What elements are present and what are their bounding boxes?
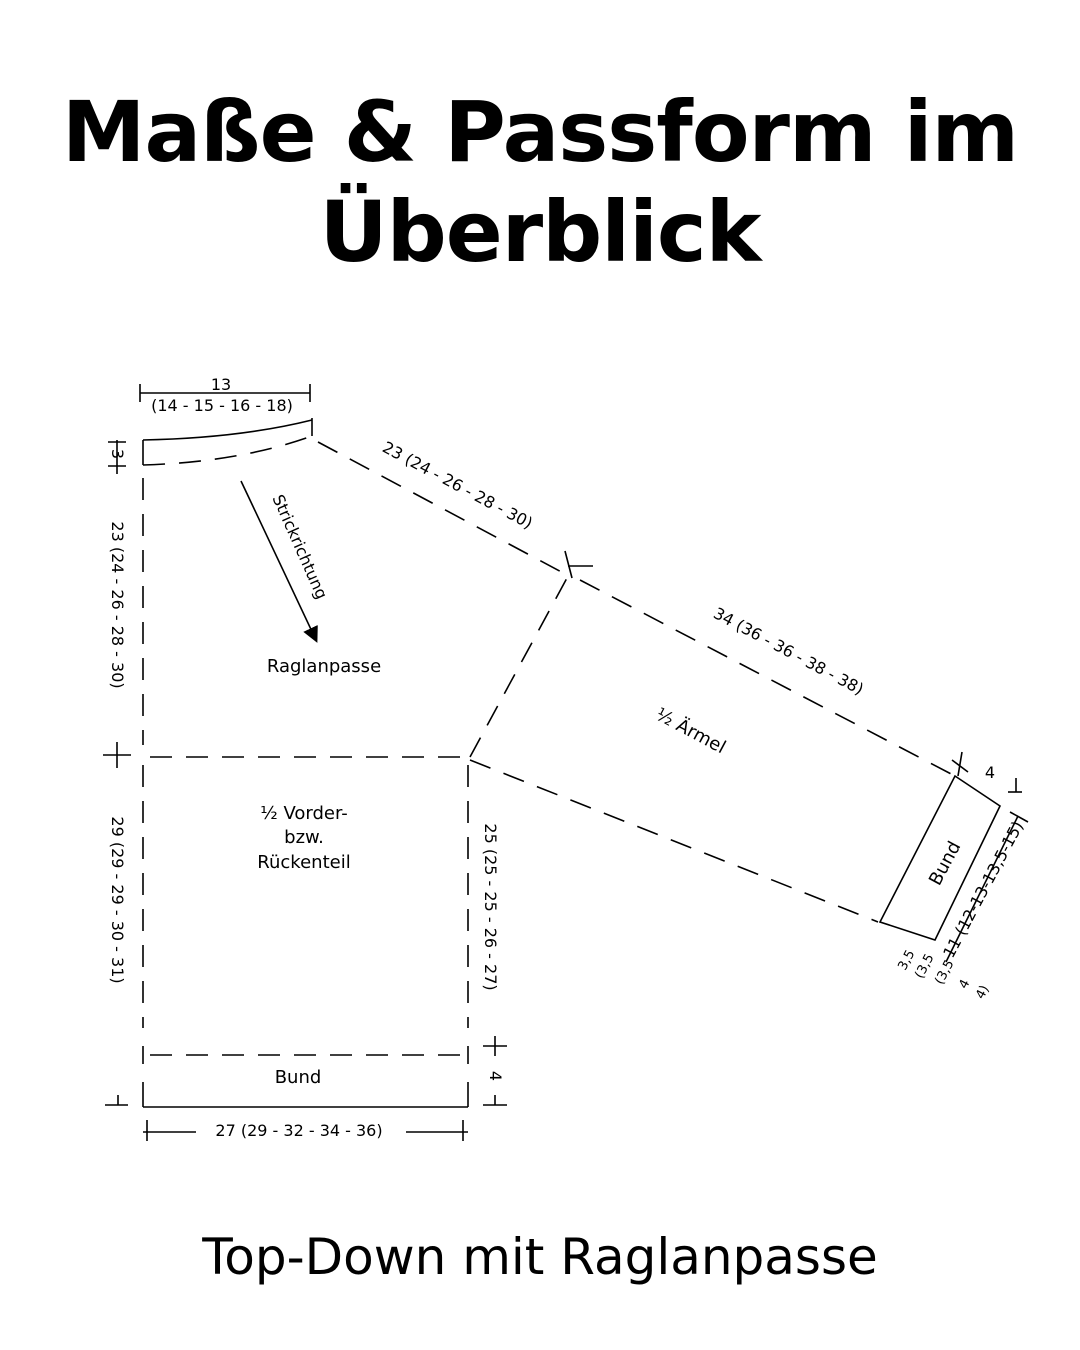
- raglan-top-line: [317, 441, 568, 576]
- page-subtitle: Top-Down mit Raglanpasse: [202, 1228, 878, 1286]
- cuff-height-label: 4: [985, 763, 995, 782]
- page-title-line-2: Überblick: [319, 183, 761, 281]
- sleeve-bottom-line: [469, 759, 879, 923]
- sleeve-cuff-label: Bund: [925, 838, 965, 889]
- sleeve-length-label: 34 (36 - 36 - 38 - 38): [710, 604, 867, 699]
- body-width-label-bg: [196, 1118, 406, 1144]
- cuff-height-cross-b: [957, 751, 963, 777]
- hem-height-label: 4: [486, 1071, 505, 1081]
- neckline-back-curve: [142, 435, 313, 466]
- body-label-line-1: ½ Vorder-: [260, 803, 347, 824]
- yoke-depth-label: 23 (24 - 26 - 28 - 30): [108, 521, 127, 688]
- knitting-direction-label: Strickrichtung: [269, 492, 332, 602]
- neck-width-sizes-label: (14 - 15 - 16 - 18): [151, 396, 293, 415]
- neckline-curve: [142, 419, 313, 441]
- cuff-width-tick-top: [1009, 811, 1029, 823]
- sleeve-top-line: [579, 579, 956, 777]
- hem-label: Bund: [275, 1067, 322, 1088]
- cuff-small-label-5: 4): [973, 983, 993, 1002]
- body-label-line-3: Rückenteil: [257, 852, 350, 873]
- yoke-label: Raglanpasse: [267, 656, 381, 677]
- raglan-front-line: [469, 577, 568, 758]
- page-title: Maße & Passform im Überblick: [0, 82, 1080, 282]
- raglan-length-label: 23 (24 - 26 - 28 - 30): [379, 438, 536, 533]
- raglan-cross-a: [564, 550, 573, 579]
- cuff-small-label-4: 4: [956, 977, 973, 991]
- page-title-line-1: Maße & Passform im: [61, 83, 1019, 181]
- body-length-label: 29 (29 - 29 - 30 - 31): [108, 816, 127, 983]
- knitting-direction-arrow: [240, 480, 318, 643]
- body-width-label: 27 (29 - 32 - 34 - 36): [215, 1121, 382, 1140]
- neck-width-label: 13: [211, 375, 231, 394]
- side-length-label: 25 (25 - 25 - 26 - 27): [481, 823, 500, 990]
- neck-height-label: 3: [108, 449, 127, 459]
- cuff-width-dimension-line: [945, 815, 1019, 963]
- sleeve-label: ½ Ärmel: [652, 704, 729, 758]
- sleeve-cuff-outline: [878, 774, 1002, 941]
- body-label-line-2: bzw.: [284, 827, 324, 848]
- cuff-small-label-3: (3,5: [932, 957, 957, 987]
